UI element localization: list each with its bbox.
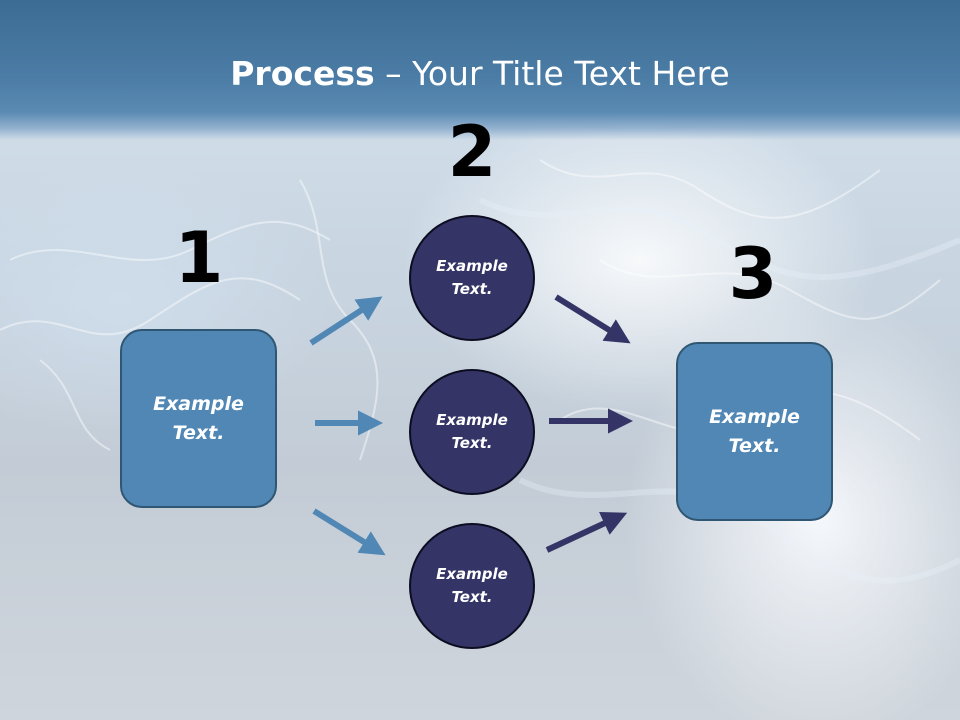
header-band: [0, 0, 960, 140]
slide-title: Process – Your Title Text Here: [0, 52, 960, 96]
step-number-1: 1: [174, 217, 224, 299]
end-box: Example Text.: [676, 342, 833, 521]
circle-middle: Example Text.: [409, 369, 535, 495]
arrow-bottom-to-end: [545, 511, 628, 553]
arrow-start-to-top: [309, 296, 383, 346]
circle-top: Example Text.: [409, 215, 535, 341]
circle-bottom-text: Example Text.: [436, 565, 508, 606]
end-box-text: Example Text.: [709, 405, 800, 457]
step-number-3: 3: [728, 233, 778, 315]
start-box: Example Text.: [120, 329, 277, 508]
arrow-start-to-bottom: [312, 508, 386, 556]
circle-top-text: Example Text.: [436, 257, 508, 298]
circle-bottom: Example Text.: [409, 523, 535, 649]
step-number-2: 2: [447, 111, 497, 193]
start-box-text: Example Text.: [153, 392, 244, 444]
title-rest: – Your Title Text Here: [374, 54, 730, 93]
circle-middle-text: Example Text.: [436, 411, 508, 452]
title-bold: Process: [230, 54, 375, 93]
arrow-top-to-end: [554, 294, 631, 344]
